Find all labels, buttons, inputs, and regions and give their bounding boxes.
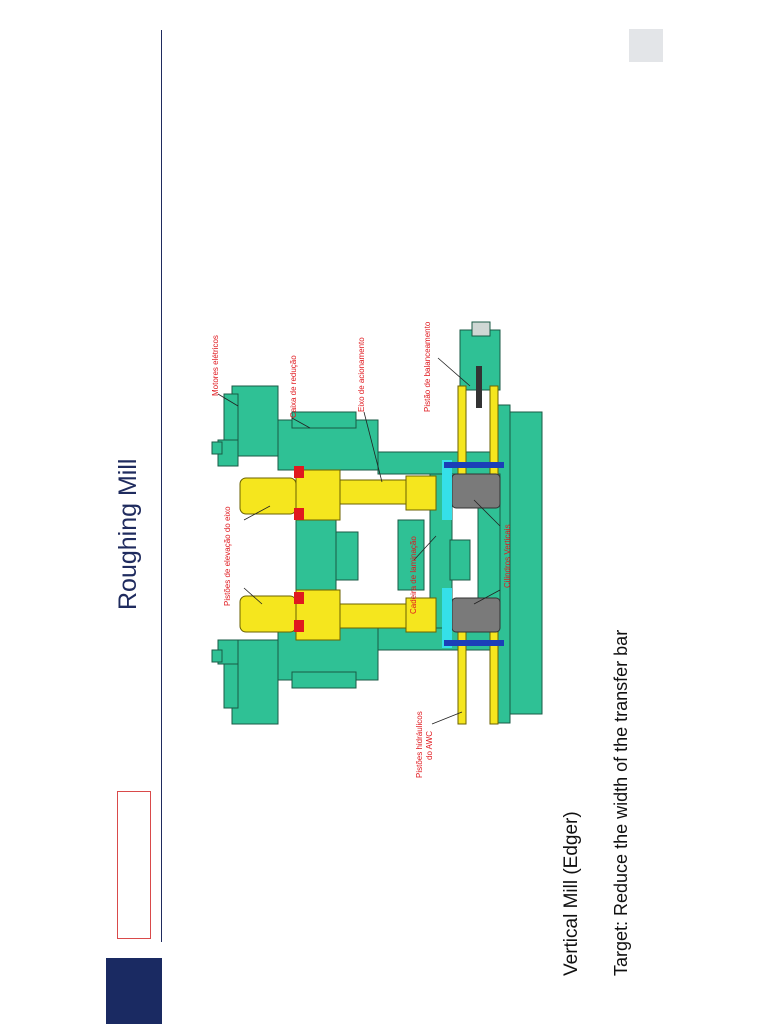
- leader-awc: [431, 711, 463, 725]
- leader-cilindros-2: [473, 589, 501, 605]
- label-caixa: Caixa de redução: [289, 355, 298, 418]
- label-motores: Motores elétricos: [211, 335, 220, 396]
- corner-brand-block: [106, 958, 162, 1024]
- cyan-housing-top: [442, 460, 452, 520]
- vertical-roll-top: [451, 473, 501, 509]
- gearbox-bottom-body: [291, 671, 357, 689]
- leader-elevacao-2: [243, 587, 263, 605]
- red-seal-4: [294, 620, 304, 632]
- blue-piston-1: [444, 462, 504, 468]
- label-pistoes-awc-line1: Pistões hidráulicos: [415, 711, 424, 778]
- red-seal-3: [294, 592, 304, 604]
- motor-bottom: [231, 639, 279, 725]
- base-frame: [507, 411, 543, 715]
- leader-motores: [217, 393, 239, 407]
- page-marker-box: [629, 29, 663, 62]
- label-eixo-acionamento: Eixo de acionamento: [357, 337, 366, 412]
- center-column-side: [335, 531, 359, 581]
- coupling-top-end: [405, 475, 437, 511]
- title-divider: [161, 30, 162, 942]
- leader-caixa: [291, 417, 311, 429]
- blue-piston-2: [444, 640, 504, 646]
- stand-inner: [397, 519, 425, 591]
- drive-shaft-top: [339, 479, 407, 505]
- motor-top: [231, 385, 279, 457]
- center-column: [295, 515, 337, 593]
- leader-balanceamento: [437, 357, 471, 387]
- stand-mid: [449, 539, 471, 581]
- motor-bottom-shaft: [211, 649, 223, 663]
- balance-piston-rod: [476, 366, 482, 408]
- label-cilindros: Cilindros Verticais: [503, 524, 512, 588]
- cyan-housing-bottom: [442, 588, 452, 648]
- top-housing-cap: [471, 321, 491, 337]
- label-pistoes-elevacao: Pistões de elevação do eixo: [223, 506, 232, 606]
- drive-shaft-bottom: [339, 603, 407, 629]
- leader-cilindros: [473, 499, 501, 527]
- gearbox-top-body: [291, 411, 357, 429]
- label-pistao-balanceamento: Pistão de balanceamento: [423, 321, 432, 412]
- leader-eixo: [363, 411, 383, 483]
- coupling-bottom-end: [405, 597, 437, 633]
- lift-piston-top: [239, 477, 297, 515]
- logo-placeholder-box: [117, 791, 151, 939]
- red-seal-1: [294, 466, 304, 478]
- leader-elevacao: [243, 505, 271, 521]
- red-seal-2: [294, 508, 304, 520]
- leader-cadeira: [413, 535, 437, 561]
- motor-top-shaft: [211, 441, 223, 455]
- label-cadeira: Cadeira de laminação: [409, 536, 418, 614]
- lift-piston-bottom: [239, 595, 297, 633]
- label-pistoes-awc-line2: do AWC: [425, 730, 434, 760]
